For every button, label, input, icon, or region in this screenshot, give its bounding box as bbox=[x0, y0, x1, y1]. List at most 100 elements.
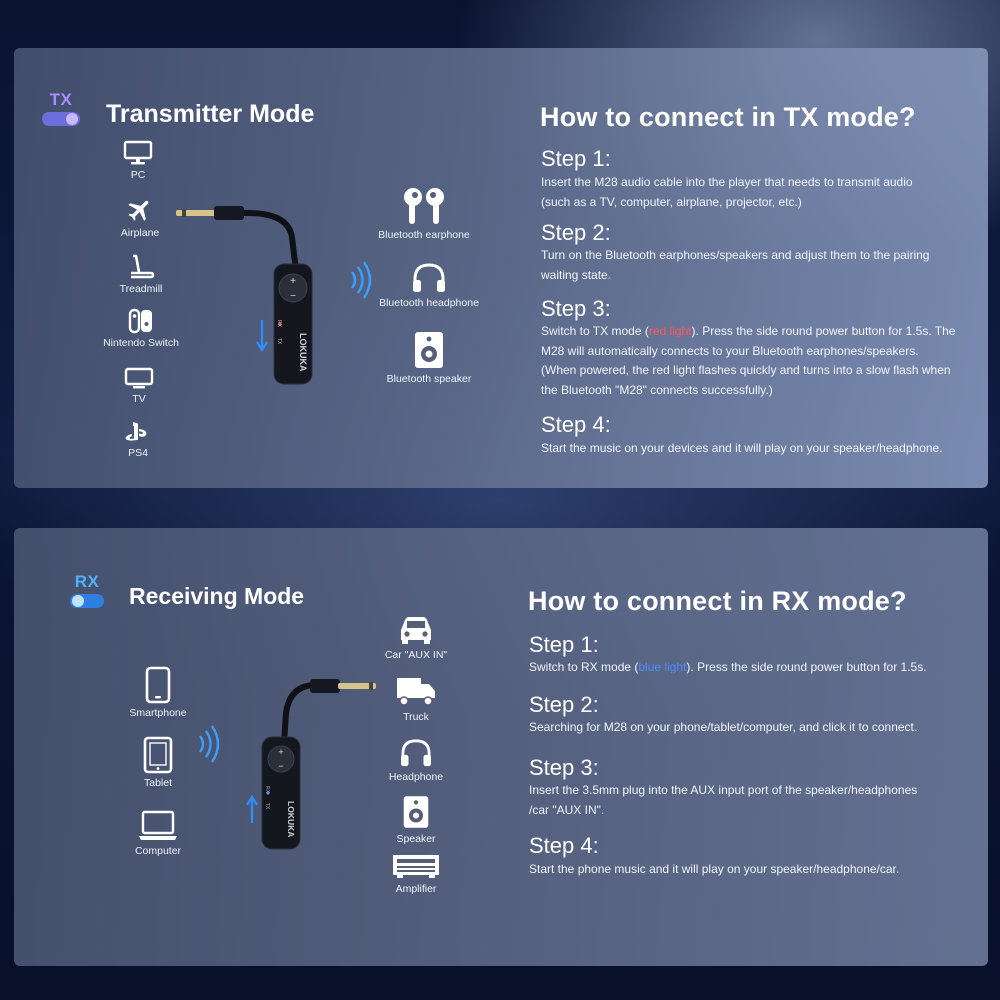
truck-icon bbox=[397, 678, 435, 706]
rx-step4-text: Start the phone music and it will play o… bbox=[529, 860, 899, 880]
tx-source-switch: Nintendo Switch bbox=[86, 308, 196, 349]
text-line: waiting state. bbox=[541, 267, 612, 282]
tx-step1-text: Insert the M28 audio cable into the play… bbox=[541, 173, 913, 212]
tx-switch-tx-label: TX bbox=[276, 338, 282, 345]
headphone-icon bbox=[401, 739, 431, 767]
rx-source-smartphone: Smartphone bbox=[103, 666, 213, 719]
rx-step3-text: Insert the 3.5mm plug into the AUX input… bbox=[529, 781, 917, 820]
text-span: Switch to TX mode ( bbox=[541, 324, 649, 338]
tx-tag: TX bbox=[49, 90, 73, 109]
speaker-icon bbox=[415, 332, 443, 368]
tx-source-label: PC bbox=[130, 169, 146, 181]
tx-step1-title: Step 1: bbox=[541, 146, 611, 171]
rx-mode-title: Receiving Mode bbox=[129, 583, 305, 609]
monitor-icon bbox=[123, 140, 153, 165]
tx-source-label: Airplane bbox=[120, 227, 160, 239]
tx-plus-label: + bbox=[290, 276, 296, 287]
laptop-icon bbox=[139, 810, 177, 840]
text-span: ). Press the side round power button for… bbox=[686, 660, 927, 674]
rx-panel: RX Receiving Mode Smartphone Tablet Comp… bbox=[14, 528, 988, 966]
treadmill-icon bbox=[131, 254, 155, 279]
tx-target-label: Bluetooth speaker bbox=[386, 373, 472, 385]
rx-source-tablet: Tablet bbox=[103, 736, 213, 789]
rx-target-truck: Truck bbox=[360, 674, 472, 723]
rx-minus-label: − bbox=[278, 761, 283, 771]
car-icon bbox=[401, 617, 431, 644]
signal-waves-icon bbox=[199, 725, 220, 763]
rx-target-amplifier: Amplifier bbox=[360, 852, 472, 895]
tx-source-label: PS4 bbox=[128, 447, 148, 459]
text-line: the Bluetooth "M28" connects successfull… bbox=[541, 382, 773, 397]
text-line: (such as a TV, computer, airplane, proje… bbox=[541, 194, 802, 209]
rx-badge: RX bbox=[70, 572, 104, 608]
rx-step2-text: Searching for M28 on your phone/tablet/c… bbox=[529, 718, 917, 738]
smartphone-icon bbox=[145, 666, 171, 704]
text-span: ). Press the side round power button for… bbox=[691, 324, 956, 338]
tx-target-label: Bluetooth earphone bbox=[378, 229, 470, 241]
rx-source-label: Smartphone bbox=[129, 707, 187, 719]
tx-panel: TX Transmitter Mode PC Airplane Treadmil… bbox=[14, 48, 988, 488]
tx-target-headphone: Bluetooth headphone bbox=[364, 262, 494, 309]
rx-source-computer: Computer bbox=[103, 810, 213, 857]
rx-target-label: Headphone bbox=[388, 771, 444, 783]
rx-target-speaker: Speaker bbox=[360, 794, 472, 845]
rx-switch-rx-label: RX bbox=[264, 786, 270, 794]
tx-source-treadmill: Treadmill bbox=[86, 252, 196, 295]
text-line: Start the music on your devices and it w… bbox=[541, 441, 943, 455]
tx-step4-text: Start the music on your devices and it w… bbox=[541, 439, 943, 459]
speaker-icon bbox=[403, 796, 429, 828]
rx-target-label: Speaker bbox=[396, 833, 436, 845]
rx-step1-text: Switch to RX mode (blue light). Press th… bbox=[529, 658, 927, 678]
tx-source-label: TV bbox=[132, 393, 146, 405]
tx-source-pc: PC bbox=[83, 140, 193, 181]
rx-step4-title: Step 4: bbox=[529, 833, 599, 858]
tx-minus-label: − bbox=[290, 291, 296, 302]
text-line: Insert the M28 audio cable into the play… bbox=[541, 175, 913, 189]
rx-source-label: Tablet bbox=[143, 777, 173, 789]
text-line: Turn on the Bluetooth earphones/speakers… bbox=[541, 248, 930, 262]
tx-step3-title: Step 3: bbox=[541, 296, 611, 321]
tx-source-ps4: PS4 bbox=[83, 420, 193, 459]
rx-target-headphone: Headphone bbox=[360, 738, 472, 783]
rx-switch-tx-label: TX bbox=[264, 803, 270, 810]
game-switch-icon bbox=[128, 308, 152, 334]
tx-mode-title: Transmitter Mode bbox=[106, 100, 315, 128]
tx-step2-title: Step 2: bbox=[541, 220, 611, 245]
rx-target-car: Car "AUX IN" bbox=[360, 614, 472, 661]
red-light-label: red light bbox=[648, 324, 692, 338]
rx-adapter-device: + − LOKUKA RX TX bbox=[246, 679, 376, 850]
rx-toggle-icon bbox=[70, 594, 104, 608]
tx-adapter-device: + − LOKUKA RX TX bbox=[176, 206, 313, 385]
text-line: /car "AUX IN". bbox=[529, 802, 605, 817]
tx-badge: TX bbox=[42, 90, 80, 126]
tablet-icon bbox=[143, 736, 173, 774]
rx-plus-label: + bbox=[278, 747, 283, 757]
rx-brand-label: LOKUKA bbox=[286, 801, 296, 837]
rx-tag: RX bbox=[74, 572, 100, 591]
blue-light-label: blue light bbox=[638, 660, 687, 674]
rx-source-label: Computer bbox=[134, 845, 182, 857]
rx-target-label: Amplifier bbox=[395, 883, 437, 895]
rx-step1-title: Step 1: bbox=[529, 632, 599, 657]
text-line: M28 will automatically connects to your … bbox=[541, 343, 919, 358]
amplifier-icon bbox=[393, 855, 439, 878]
tx-source-tv: TV bbox=[84, 366, 194, 405]
tx-brand-label: LOKUKA bbox=[298, 333, 308, 372]
headphone-icon bbox=[413, 263, 445, 292]
signal-waves-icon bbox=[351, 261, 372, 299]
tx-howto-title: How to connect in TX mode? bbox=[540, 102, 916, 132]
airplane-icon bbox=[128, 200, 149, 221]
rx-target-label: Truck bbox=[403, 711, 429, 723]
tv-icon bbox=[124, 367, 154, 389]
earbuds-icon bbox=[404, 188, 444, 224]
tx-source-label: Treadmill bbox=[119, 283, 163, 295]
text-span: Switch to RX mode ( bbox=[529, 660, 639, 674]
tx-toggle-icon bbox=[42, 112, 80, 126]
rx-step2-title: Step 2: bbox=[529, 692, 599, 717]
text-line: Start the phone music and it will play o… bbox=[529, 862, 900, 876]
tx-target-earphone: Bluetooth earphone bbox=[359, 186, 489, 241]
tx-step3-text: Switch to TX mode (red light). Press the… bbox=[541, 322, 955, 400]
tx-step2-text: Turn on the Bluetooth earphones/speakers… bbox=[541, 246, 929, 285]
text-line: (When powered, the red light flashes qui… bbox=[541, 363, 951, 377]
rx-howto-title: How to connect in RX mode? bbox=[528, 586, 907, 616]
